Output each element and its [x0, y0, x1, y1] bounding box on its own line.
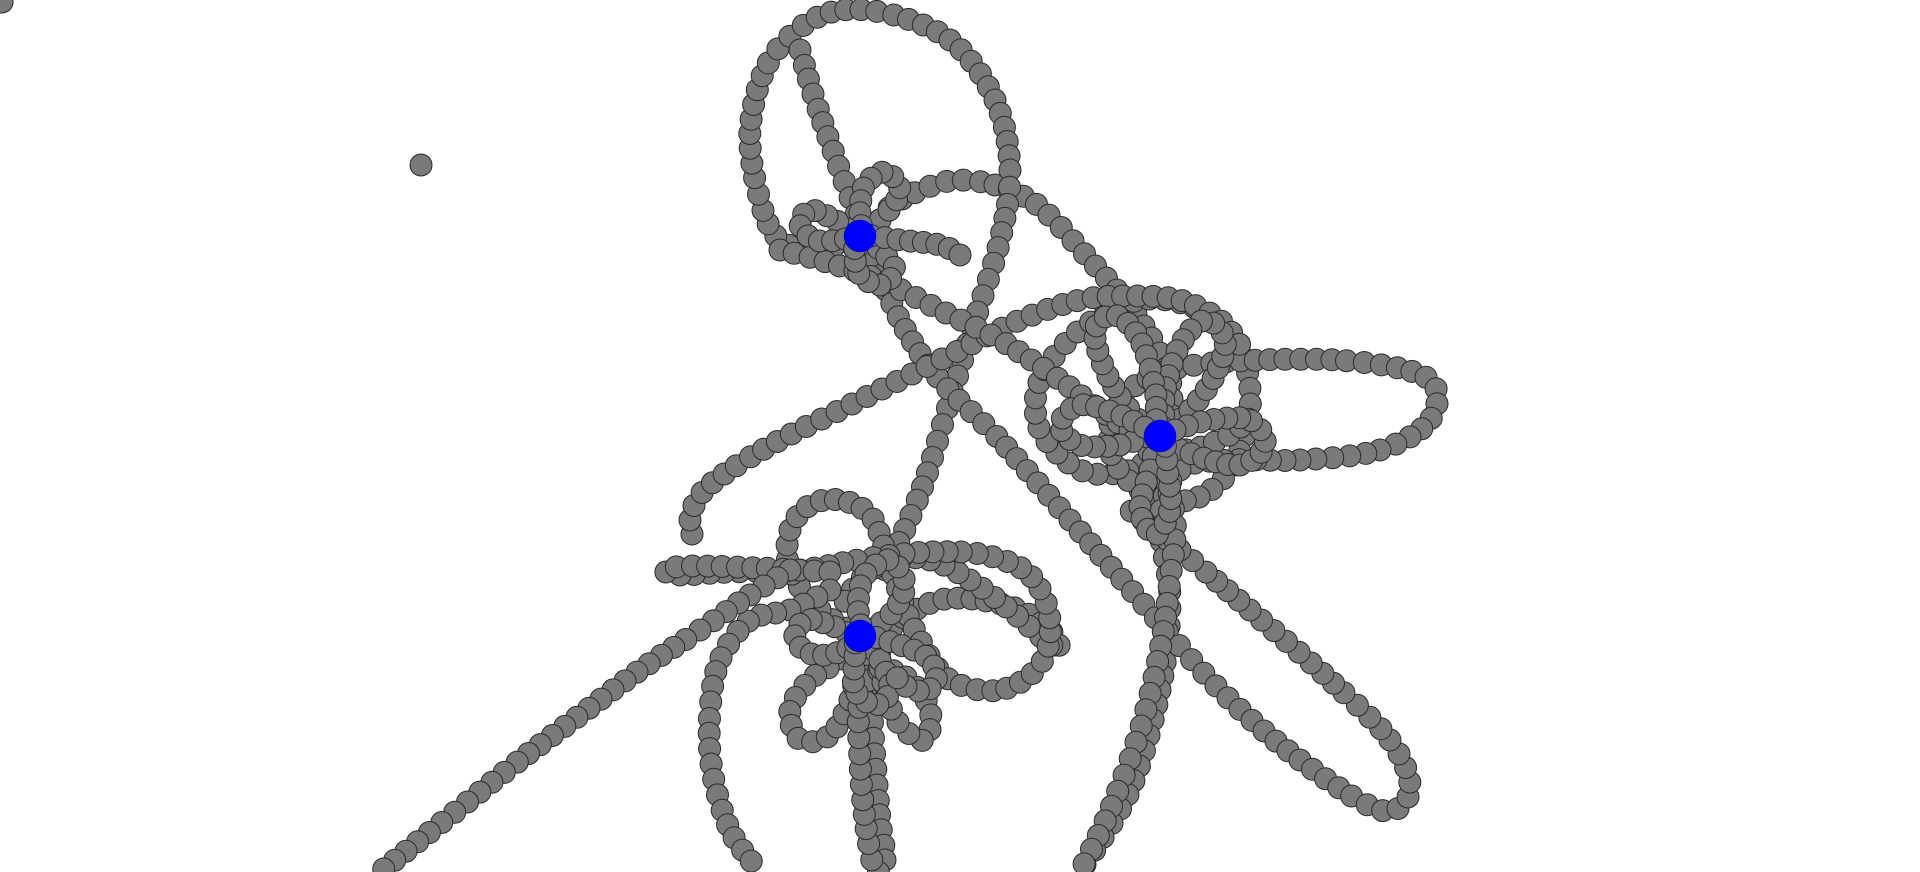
trail-top-bundle [788, 38, 1422, 823]
attractor-bottom [843, 619, 877, 653]
stray-bead [409, 153, 433, 177]
bead [1072, 852, 1096, 872]
trail-bottom-big-loop [697, 578, 842, 872]
bead [372, 857, 396, 872]
bead [885, 666, 909, 690]
bead [739, 849, 763, 872]
corner-bead [0, 0, 14, 14]
trail-tail [372, 558, 802, 872]
trail-bottom-petals [783, 548, 948, 716]
loose-beads [0, 0, 433, 177]
attractor-points [843, 219, 1177, 653]
bead-trails [372, 0, 1449, 872]
attractor-top [843, 219, 877, 253]
bead [948, 243, 972, 267]
attractor-right [1143, 419, 1177, 453]
trail-left-arc [678, 284, 1251, 546]
